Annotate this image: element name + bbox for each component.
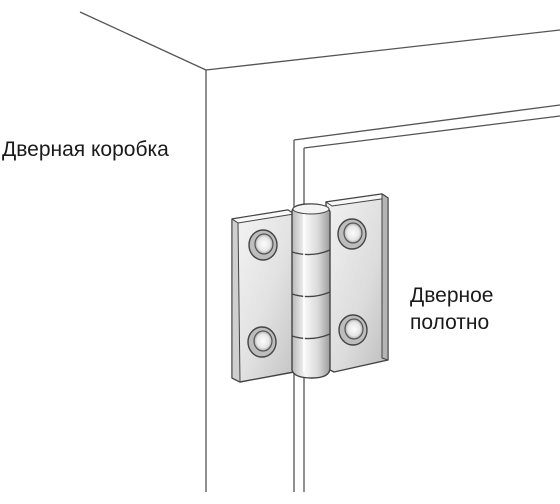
screw-hole-icon: [248, 229, 278, 261]
hinge-knuckle-joint-2: [291, 291, 331, 298]
frame-inner-top-edge: [293, 104, 560, 141]
hinge-left-leaf-side: [231, 218, 241, 383]
hinge-knuckle-joint-3: [291, 333, 331, 340]
screw-hole-icon: [338, 314, 368, 346]
hinge-right-leaf-side: [381, 193, 389, 361]
frame-top-back-edge: [79, 11, 207, 71]
screw-hole-icon: [247, 326, 277, 358]
door-leaf-label-line-1: Дверное: [410, 284, 494, 307]
hinge-knuckle-joint-1: [291, 249, 331, 256]
door-frame-label: Дверная коробка: [2, 138, 169, 161]
door-leaf-top-edge: [303, 115, 560, 149]
door-leaf-label: Дверное полотно: [410, 282, 493, 336]
hinge-knuckle: [291, 203, 331, 379]
butt-hinge-icon: [231, 193, 389, 383]
screw-hole-icon: [337, 218, 367, 250]
hinge-knuckle-cap: [292, 203, 330, 215]
frame-top-front-edge: [205, 29, 560, 71]
door-leaf-label-line-2: полотно: [410, 311, 490, 334]
